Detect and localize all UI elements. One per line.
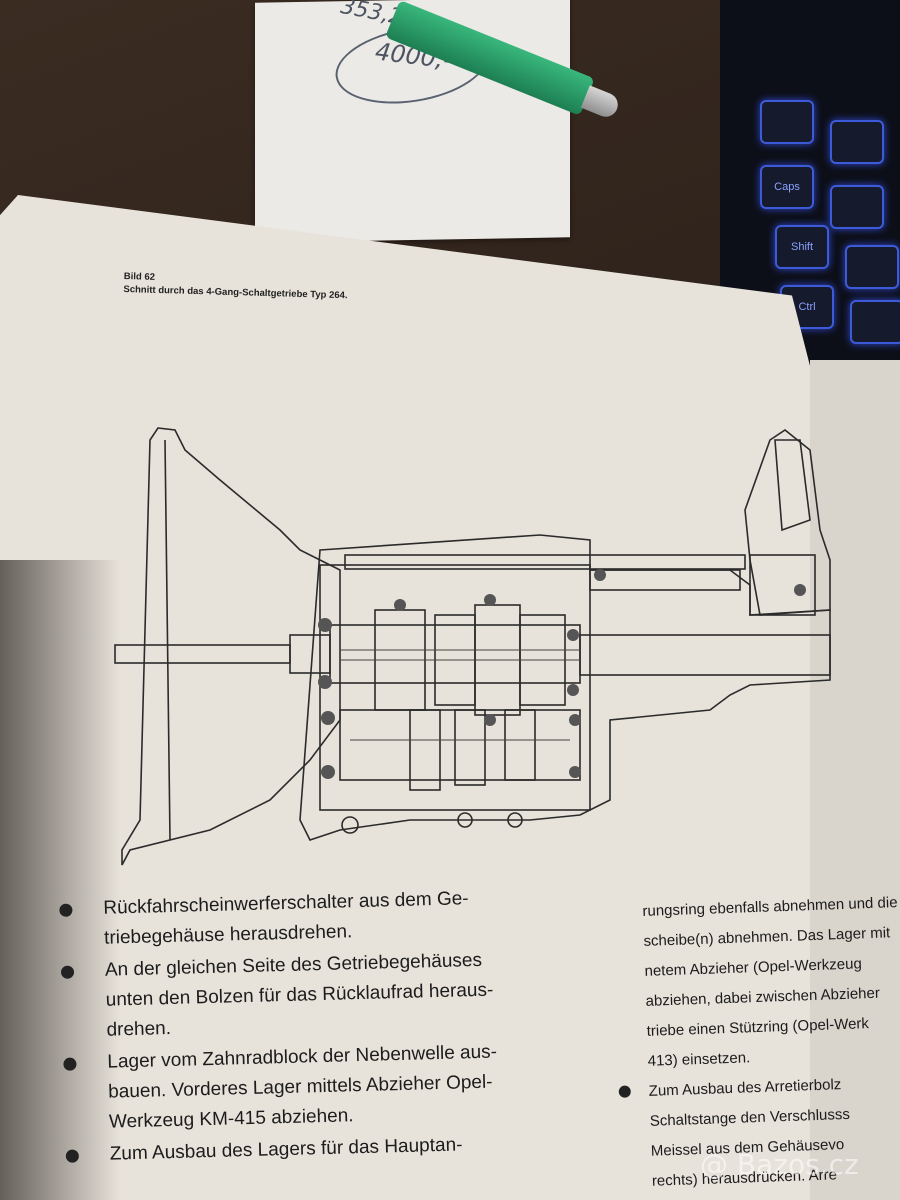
keyboard-key-shift: Shift bbox=[775, 225, 829, 269]
keyboard-key bbox=[830, 185, 884, 229]
keyboard-key bbox=[830, 120, 884, 164]
bullet-dot bbox=[65, 1149, 80, 1163]
keyboard-key bbox=[850, 300, 900, 344]
facing-page bbox=[810, 360, 900, 1200]
watermark: @ Bazos.cz bbox=[700, 1148, 859, 1181]
keyboard-key-ctrl: Ctrl bbox=[780, 285, 834, 329]
instruction-item: Lager vom Zahnradblock der Nebenwelle au… bbox=[59, 1035, 581, 1139]
bullet-dot bbox=[63, 1057, 77, 1071]
bullet-dot bbox=[60, 965, 75, 979]
keyboard-key bbox=[760, 100, 814, 144]
keyboard-key-caps: Caps bbox=[760, 165, 814, 209]
instructions-left-column: Rückfahrscheinwerferschalter aus dem Ge-… bbox=[55, 881, 582, 1173]
gearbox-cross-section-drawing bbox=[114, 427, 831, 866]
keyboard-key bbox=[845, 245, 899, 289]
page-shadow bbox=[0, 560, 120, 1200]
bullet-dot bbox=[59, 903, 73, 917]
instruction-item: Rückfahrscheinwerferschalter aus dem Ge-… bbox=[55, 881, 576, 955]
backlit-keyboard: Caps Shift Ctrl bbox=[720, 0, 900, 370]
instruction-item: An der gleichen Seite des Getriebegehäus… bbox=[57, 943, 579, 1047]
manual-page bbox=[0, 195, 900, 1200]
